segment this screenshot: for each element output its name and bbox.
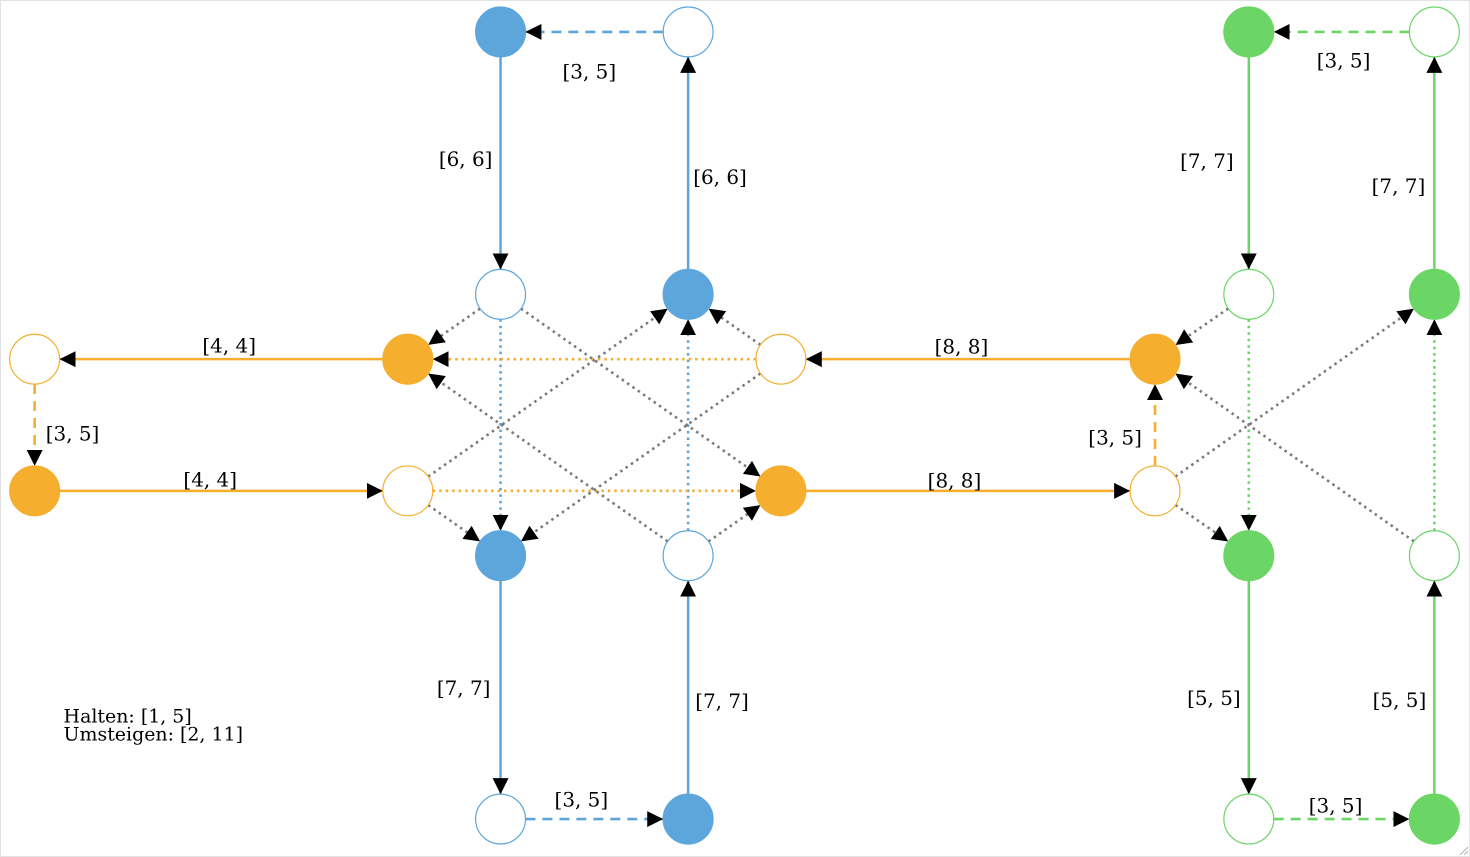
- edge-label: [8, 8]: [928, 468, 982, 492]
- edge-label: [3, 5]: [555, 788, 609, 812]
- edge-label: [3, 5]: [1317, 48, 1371, 72]
- edge-label: [4, 4]: [202, 334, 256, 358]
- edge-label: [5, 5]: [1373, 688, 1427, 712]
- node-g-ll-filled: [1223, 530, 1275, 582]
- node-b-mr-filled: [662, 268, 714, 320]
- edge-label: [6, 6]: [439, 147, 493, 171]
- edge-o-r2-to-g-mr: [1174, 307, 1415, 478]
- edge-label: [3, 5]: [1088, 425, 1142, 449]
- edge-label: [3, 5]: [46, 421, 100, 445]
- edge-labels-layer: [3, 5] [6, 6] [6, 6] [7, 7] [7, 7] [3, 5] [4, …: [46, 48, 1427, 817]
- node-b-lr-hollow: [662, 530, 714, 582]
- node-b-ml-hollow: [475, 268, 527, 320]
- legend-transfer: Umsteigen: [2, 11]: [64, 723, 243, 745]
- edge-o-c2-to-b-mr: [427, 307, 669, 478]
- edge-label: [7, 7]: [1180, 149, 1234, 173]
- node-o-r2-hollow: [1129, 465, 1181, 517]
- node-o-c2-hollow: [382, 465, 434, 517]
- node-o-l2-filled: [9, 465, 61, 517]
- node-g-tr-hollow: [1408, 6, 1460, 58]
- edge-label: [7, 7]: [1372, 174, 1426, 198]
- edge-label: [5, 5]: [1187, 686, 1241, 710]
- edge-o-c3-to-b-ll: [520, 372, 762, 543]
- nodes-layer: [9, 6, 1460, 845]
- edge-b-ml-to-o-c1: [427, 307, 481, 346]
- edge-g-lr-to-o-r1: [1174, 372, 1415, 543]
- edge-o-c3-to-b-mr: [707, 307, 762, 346]
- node-b-br-filled: [662, 793, 714, 845]
- resize-grip-icon[interactable]: [1458, 845, 1468, 855]
- edge-label: [3, 5]: [1309, 794, 1363, 818]
- edge-o-c2-to-b-ll: [427, 504, 481, 543]
- node-b-tr-hollow: [662, 6, 714, 58]
- edge-label: [3, 5]: [563, 59, 617, 83]
- legend: Halten: [1, 5] Umsteigen: [2, 11]: [64, 705, 243, 745]
- edge-b-lr-to-o-c1: [427, 372, 669, 543]
- edge-label: [4, 4]: [183, 467, 237, 491]
- node-o-c1-filled: [382, 333, 434, 385]
- node-g-tl-filled: [1223, 6, 1275, 58]
- node-b-bl-hollow: [475, 793, 527, 845]
- edge-label: [7, 7]: [437, 676, 491, 700]
- node-o-c4-filled: [755, 465, 807, 517]
- node-b-ll-filled: [475, 530, 527, 582]
- node-g-lr-hollow: [1408, 530, 1460, 582]
- edge-b-ml-to-o-c4: [520, 307, 762, 478]
- edge-label: [8, 8]: [935, 335, 989, 359]
- node-g-br-filled: [1408, 793, 1460, 845]
- node-o-r1-filled: [1129, 333, 1181, 385]
- edges-layer: [26, 23, 1443, 828]
- legend-hold: Halten: [1, 5]: [64, 705, 192, 727]
- edge-b-lr-to-o-c4: [707, 504, 762, 543]
- edge-label: [7, 7]: [695, 689, 749, 713]
- edge-label: [6, 6]: [693, 165, 747, 189]
- node-o-c3-hollow: [755, 333, 807, 385]
- node-b-tl-filled: [475, 6, 527, 58]
- node-o-l1-hollow: [9, 333, 61, 385]
- edge-g-ml-to-o-r1: [1174, 307, 1230, 347]
- node-g-mr-filled: [1408, 268, 1460, 320]
- node-g-bl-hollow: [1223, 793, 1275, 845]
- edge-o-r2-to-g-ll: [1174, 503, 1230, 543]
- node-g-ml-hollow: [1223, 268, 1275, 320]
